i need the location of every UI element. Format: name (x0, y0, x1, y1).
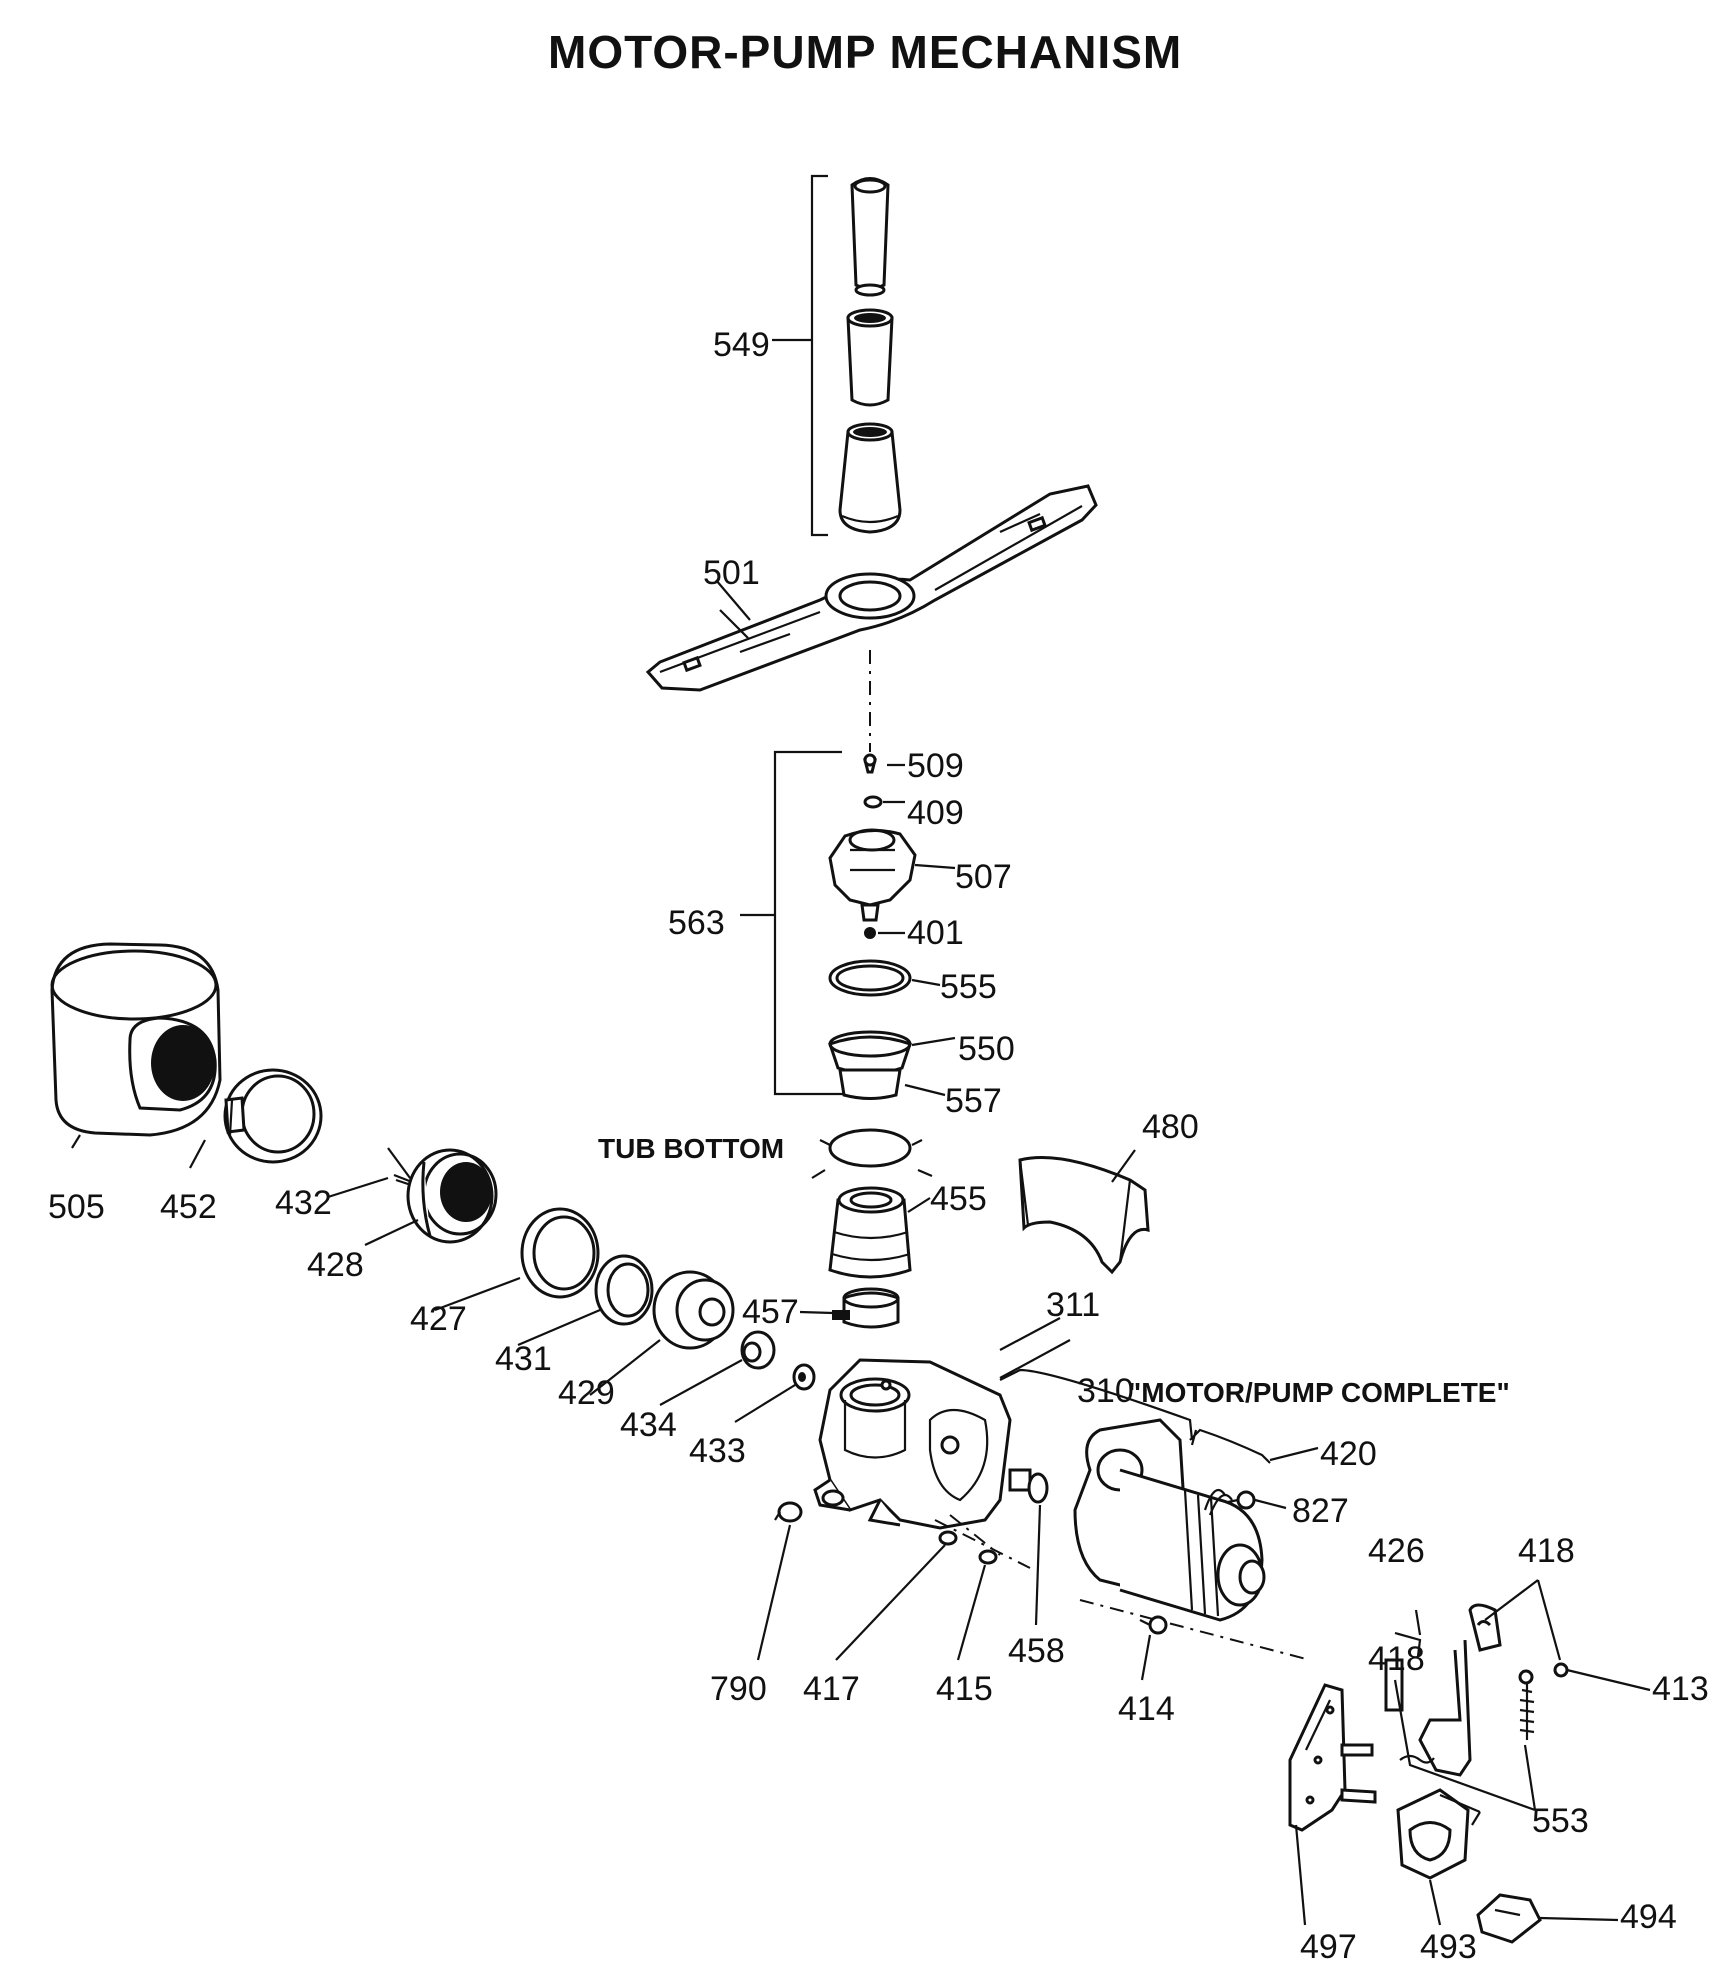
part-827-screw (1227, 1490, 1256, 1510)
part-417 (938, 1530, 958, 1546)
label-434: 434 (620, 1406, 677, 1444)
label-494: 494 (1620, 1898, 1677, 1936)
part-501-spray-arm (645, 484, 1098, 692)
part-415 (978, 1549, 998, 1565)
part-418-lever (1418, 1603, 1502, 1777)
label-418-mid: 418 (1368, 1640, 1425, 1678)
label-493: 493 (1420, 1928, 1477, 1966)
part-457-clamp (832, 1287, 900, 1329)
part-458 (1008, 1468, 1049, 1504)
label-501: 501 (703, 554, 760, 592)
label-563: 563 (668, 904, 725, 942)
part-427-ring (520, 1207, 600, 1299)
tub-bottom-ring (811, 1128, 933, 1179)
part-311-pump-housing (813, 1358, 1012, 1530)
part-455 (828, 1186, 912, 1279)
part-labels: 549 501 509 409 507 563 401 555 550 557 … (48, 326, 1709, 1966)
label-555: 555 (940, 968, 997, 1006)
part-549-tube-assembly (772, 174, 902, 537)
label-458: 458 (1008, 1632, 1065, 1670)
label-553: 553 (1532, 1802, 1589, 1840)
label-310: 310 (1077, 1372, 1134, 1410)
part-493-switch (1396, 1788, 1481, 1880)
label-557: 557 (945, 1082, 1002, 1120)
part-418-spring (1399, 1754, 1435, 1764)
label-790: 790 (710, 1670, 767, 1708)
label-429: 429 (558, 1374, 615, 1412)
label-497: 497 (1300, 1928, 1357, 1966)
label-428: 428 (307, 1246, 364, 1284)
label-401: 401 (907, 914, 964, 952)
leader-lines (71, 579, 1651, 1926)
part-431-ring (594, 1254, 654, 1326)
label-311: 311 (1046, 1286, 1100, 1324)
part-452-clamp (223, 1068, 323, 1164)
label-549: 549 (713, 326, 770, 364)
part-429-impeller (652, 1270, 735, 1350)
label-509: 509 (907, 747, 964, 785)
mount-axis-line (1079, 1599, 1311, 1661)
label-427: 427 (410, 1300, 467, 1338)
part-494 (1476, 1893, 1542, 1944)
part-413-clip (1553, 1662, 1569, 1678)
motor-axis-line (934, 1514, 1031, 1569)
label-418-top: 418 (1518, 1532, 1575, 1570)
label-426: 426 (1368, 1532, 1425, 1570)
part-434 (740, 1330, 776, 1370)
label-505: 505 (48, 1188, 105, 1226)
label-457: 457 (742, 1293, 799, 1331)
part-414-screw (1139, 1615, 1168, 1635)
tub-bottom-label: TUB BOTTOM (598, 1133, 784, 1164)
label-431: 431 (495, 1340, 552, 1378)
part-428-filter (406, 1148, 498, 1244)
label-480: 480 (1142, 1108, 1199, 1146)
part-553-spring (1518, 1669, 1535, 1740)
label-827: 827 (1292, 1492, 1349, 1530)
part-563-assembly (740, 750, 917, 1100)
part-790-clip (774, 1501, 803, 1523)
motor-pump-complete-label: "MOTOR/PUMP COMPLETE" (1128, 1377, 1510, 1408)
label-414: 414 (1118, 1690, 1175, 1728)
label-550: 550 (958, 1030, 1015, 1068)
label-409: 409 (907, 794, 964, 832)
label-413: 413 (1652, 1670, 1709, 1708)
diagram-title: MOTOR-PUMP MECHANISM (548, 26, 1182, 78)
part-420-wire (1189, 1428, 1271, 1464)
label-415: 415 (936, 1670, 993, 1708)
label-455: 455 (930, 1180, 987, 1218)
part-497-bracket (1288, 1683, 1377, 1832)
part-433 (792, 1363, 816, 1391)
label-433: 433 (689, 1432, 746, 1470)
part-505-sump (50, 942, 222, 1137)
part-310-motor (1073, 1418, 1266, 1622)
label-420: 420 (1320, 1435, 1377, 1473)
label-432: 432 (275, 1184, 332, 1222)
label-417: 417 (803, 1670, 860, 1708)
part-480-shield (1018, 1156, 1150, 1275)
motor-pump-bracket-line (999, 1339, 1194, 1441)
label-452: 452 (160, 1188, 217, 1226)
label-507: 507 (955, 858, 1012, 896)
